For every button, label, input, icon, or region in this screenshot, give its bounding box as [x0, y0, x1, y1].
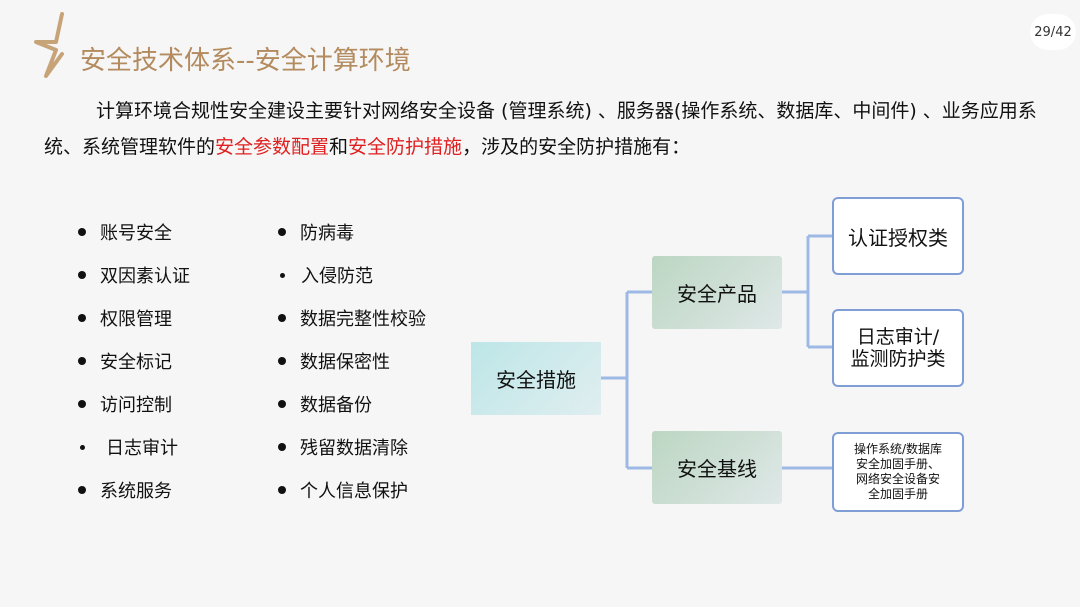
- bullet-icon: [280, 272, 285, 278]
- guide-line-3: 网络安全设备安: [855, 472, 940, 486]
- intro-text-1: 计算环境合规性安全建设主要针对网络安全设备 (管理系统) 、服务器(操作系统、数…: [44, 100, 1037, 158]
- bullet-icon: [278, 486, 286, 494]
- intro-and: 和: [329, 136, 349, 158]
- intro-highlight-measures: 安全防护措施: [348, 136, 463, 158]
- bullet-icon: [80, 444, 85, 450]
- slide-title: 安全技术体系--安全计算环境: [80, 46, 411, 76]
- list-item: 账号安全: [78, 219, 172, 245]
- intro-text-2: ，涉及的安全防护措施有：: [462, 136, 691, 158]
- bullet-icon: [78, 228, 86, 236]
- bullet-icon: [278, 314, 286, 322]
- bullet-icon: [78, 400, 86, 408]
- list-item: 双因素认证: [78, 262, 190, 288]
- guide-line-4: 全加固手册: [867, 487, 928, 501]
- security-measures-box: 安全措施: [471, 342, 601, 415]
- log-box-line-2: 监测防护类: [850, 348, 946, 370]
- guide-line-1: 操作系统/数据库: [853, 442, 943, 456]
- list-item: 访问控制: [78, 391, 172, 417]
- hardening-guide-box: 操作系统/数据库 安全加固手册、 网络安全设备安 全加固手册: [832, 432, 964, 512]
- auth-category-box: 认证授权类: [832, 197, 964, 275]
- bullet-icon: [278, 357, 286, 365]
- security-baseline-box: 安全基线: [652, 431, 782, 504]
- guide-line-2: 安全加固手册、: [855, 457, 940, 471]
- list-item: 安全标记: [78, 348, 172, 374]
- list-item: 日志审计: [78, 434, 178, 460]
- list-item: 数据保密性: [278, 348, 390, 374]
- bullet-icon: [278, 443, 286, 451]
- page-number: 29/42: [1030, 14, 1076, 50]
- list-item: 入侵防范: [278, 262, 373, 288]
- bullet-icon: [78, 486, 86, 494]
- list-item: 权限管理: [78, 305, 172, 331]
- list-item: 防病毒: [278, 219, 354, 245]
- star-logo-icon: [34, 12, 64, 78]
- list-item: 残留数据清除: [278, 434, 408, 460]
- list-item: 系统服务: [78, 477, 172, 503]
- list-item: 个人信息保护: [278, 477, 408, 503]
- bullet-icon: [278, 228, 286, 236]
- bullet-icon: [78, 271, 86, 279]
- security-products-box: 安全产品: [652, 256, 782, 329]
- bullet-icon: [78, 357, 86, 365]
- intro-highlight-config: 安全参数配置: [215, 136, 330, 158]
- list-item: 数据备份: [278, 391, 372, 417]
- bullet-icon: [78, 314, 86, 322]
- bullet-icon: [278, 400, 286, 408]
- log-monitor-category-box: 日志审计/ 监测防护类: [832, 309, 964, 387]
- list-item: 数据完整性校验: [278, 305, 426, 331]
- intro-paragraph: 计算环境合规性安全建设主要针对网络安全设备 (管理系统) 、服务器(操作系统、数…: [44, 93, 1054, 165]
- log-box-line-1: 日志审计/: [856, 326, 940, 348]
